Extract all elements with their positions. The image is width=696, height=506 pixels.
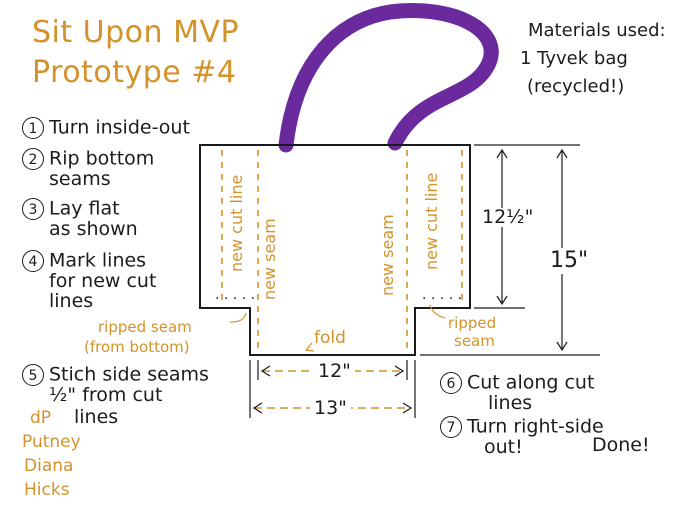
materials-line-2: (recycled!) xyxy=(527,76,625,97)
label-ripped-seam-right-1: ripped xyxy=(448,314,497,332)
label-inner-height: 12½" xyxy=(480,206,536,228)
signature-line-4: Hicks xyxy=(24,480,70,500)
signature-line-2: Putney xyxy=(22,432,81,452)
label-new-cut-line-right: new cut line xyxy=(422,172,441,270)
signature-line-1: dP xyxy=(30,408,52,428)
title-line-2: Prototype #4 xyxy=(32,55,237,90)
step-6-line-2: lines xyxy=(488,392,533,414)
label-total-height: 15" xyxy=(548,248,591,274)
title-line-1: Sit Upon MVP xyxy=(32,15,240,50)
step-3-line-2: as shown xyxy=(49,218,138,240)
label-new-cut-line-left: new cut line xyxy=(227,174,246,272)
step-2-line-2: seams xyxy=(49,168,111,190)
step-5-line-3: lines xyxy=(74,406,119,428)
step-5-line-2: ½" from cut xyxy=(49,384,163,406)
label-ripped-seam-left-2: (from bottom) xyxy=(84,338,190,356)
label-ripped-seam-left-1: ripped seam xyxy=(98,318,192,336)
ripped-dots-left: · · · · · xyxy=(215,291,255,307)
step-4-line-3: lines xyxy=(49,290,94,312)
label-ripped-seam-right-2: seam xyxy=(454,332,495,350)
ripped-dots-right: · · · · · xyxy=(422,291,462,307)
label-total-width: 13" xyxy=(310,399,351,418)
step-7-line-2: out! xyxy=(484,436,523,458)
signature-line-3: Diana xyxy=(24,456,74,476)
label-inner-width: 12" xyxy=(314,362,355,381)
materials-heading: Materials used: xyxy=(528,20,666,41)
bag-handle xyxy=(278,3,499,153)
label-new-seam-left: new seam xyxy=(260,218,279,300)
label-new-seam-right: new seam xyxy=(378,214,397,296)
step-7-done: Done! xyxy=(592,434,650,456)
step-4-line-2: for new cut xyxy=(49,270,157,292)
label-fold: fold xyxy=(314,328,346,348)
bag-outline xyxy=(199,144,471,356)
materials-line-1: 1 Tyvek bag xyxy=(520,48,628,69)
